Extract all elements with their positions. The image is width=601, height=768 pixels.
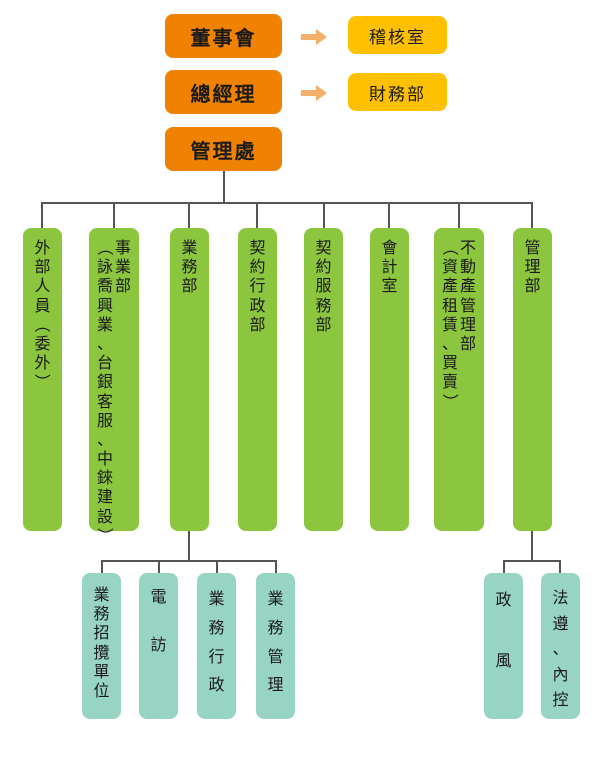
mgmt-office-label: 管理處	[190, 138, 257, 163]
dept-box-contract-admin: 契約行政部	[238, 228, 277, 531]
dept-label: 契約行政部	[249, 238, 266, 334]
sales-unit-label: 業務招攬單位	[93, 585, 110, 700]
board-label: 董事會	[190, 25, 257, 50]
connector-sales-horizontal	[101, 560, 277, 562]
connector-mgmtdept-down	[531, 530, 533, 561]
audit-box: 稽核室	[348, 16, 447, 54]
mgmt-unit-box: 政 風	[484, 573, 523, 719]
gm-box: 總經理	[165, 70, 282, 114]
connector-sales-4	[275, 560, 277, 574]
sales-unit-box: 業務招攬單位	[82, 573, 121, 719]
connector-mgmtdept-1	[503, 560, 505, 574]
connector-dept-8	[531, 202, 533, 228]
dept-box-real-estate: 不動產管理部 （資產租賃、買賣）	[434, 228, 484, 531]
dept-box-sales: 業務部	[170, 228, 209, 531]
dept-box-management: 管理部	[513, 228, 552, 531]
connector-dept-6	[388, 202, 390, 228]
mgmt-unit-label: 政 風	[495, 590, 512, 670]
dept-sublabel: （詠喬興業、台銀客服、中錸建設）	[95, 239, 115, 544]
dept-label: 事業部	[115, 238, 132, 296]
connector-dept-2	[113, 202, 115, 228]
connector-mgmtdept-2	[559, 560, 561, 574]
connector-sales-down	[188, 530, 190, 561]
sales-unit-label: 電 訪	[150, 587, 167, 654]
dept-label: 會計室	[381, 238, 398, 296]
sales-unit-label: 業務行政	[208, 589, 225, 695]
connector-dept-4	[256, 202, 258, 228]
connector-dept-3	[188, 202, 190, 228]
dept-label: 管理部	[524, 238, 541, 296]
sales-unit-box: 業務行政	[197, 573, 236, 719]
dept-box-business: 事業部 （詠喬興業、台銀客服、中錸建設）	[89, 228, 139, 544]
sales-unit-label: 業務管理	[267, 589, 284, 695]
arrow-right-icon	[301, 29, 327, 45]
finance-box: 財務部	[348, 73, 447, 111]
dept-label: 業務部	[181, 238, 198, 296]
dept-box-external: 外部人員（委外）	[23, 228, 62, 531]
sales-unit-box: 電 訪	[139, 573, 178, 719]
connector-mgmtdept-horizontal	[503, 560, 561, 562]
dept-label: 契約服務部	[315, 238, 332, 334]
sales-unit-box: 業務管理	[256, 573, 295, 719]
dept-box-accounting: 會計室	[370, 228, 409, 531]
finance-label: 財務部	[369, 84, 426, 105]
gm-label: 總經理	[190, 81, 257, 106]
connector-sales-3	[216, 560, 218, 574]
board-box: 董事會	[165, 14, 282, 58]
connector-dept-7	[458, 202, 460, 228]
connector-dept-horizontal	[41, 202, 533, 204]
audit-label: 稽核室	[369, 27, 426, 48]
connector-sales-2	[158, 560, 160, 574]
dept-box-contract-service: 契約服務部	[304, 228, 343, 531]
arrow-right-icon	[301, 85, 327, 101]
dept-label: 外部人員（委外）	[33, 238, 53, 390]
mgmt-unit-box: 法遵、內控	[541, 573, 580, 719]
connector-dept-1	[41, 202, 43, 228]
dept-label: 不動產管理部	[460, 238, 477, 353]
connector-mgmt-down	[223, 170, 225, 203]
connector-dept-5	[323, 202, 325, 228]
mgmt-office-box: 管理處	[165, 127, 282, 171]
dept-sublabel: （資產租賃、買賣）	[440, 239, 460, 410]
connector-sales-1	[101, 560, 103, 574]
mgmt-unit-label: 法遵、內控	[552, 588, 569, 710]
